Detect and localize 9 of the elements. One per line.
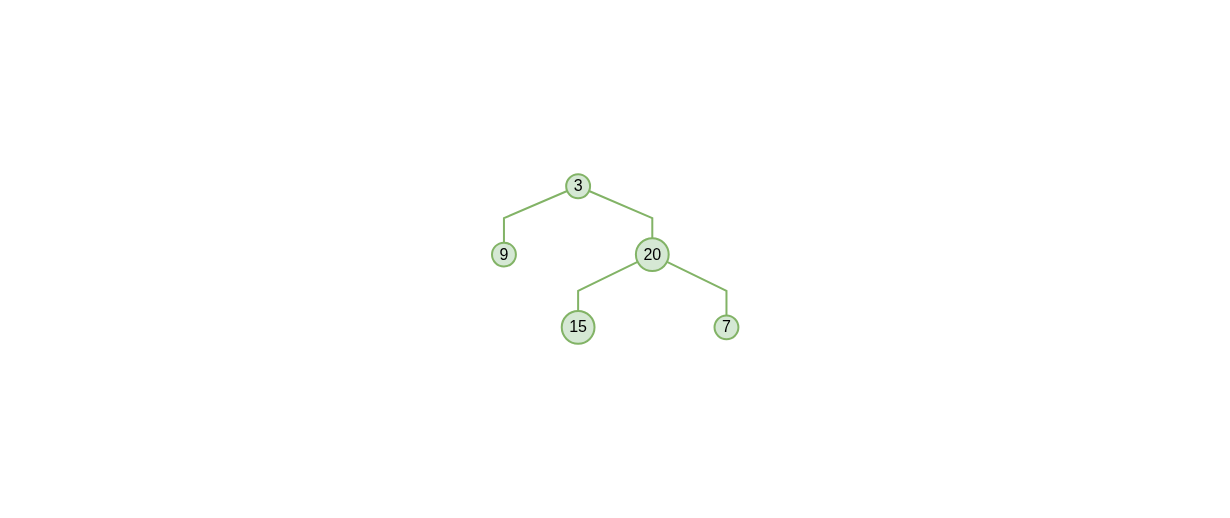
- connector: [576, 260, 639, 312]
- node-circle: 9: [490, 241, 517, 268]
- node-circle: 3: [564, 173, 591, 200]
- connector: [665, 260, 728, 317]
- node-circle: 15: [560, 309, 596, 345]
- node-circle: 7: [713, 314, 740, 341]
- node-circle: 20: [634, 237, 670, 272]
- connector: [502, 189, 568, 244]
- connector: [587, 189, 654, 240]
